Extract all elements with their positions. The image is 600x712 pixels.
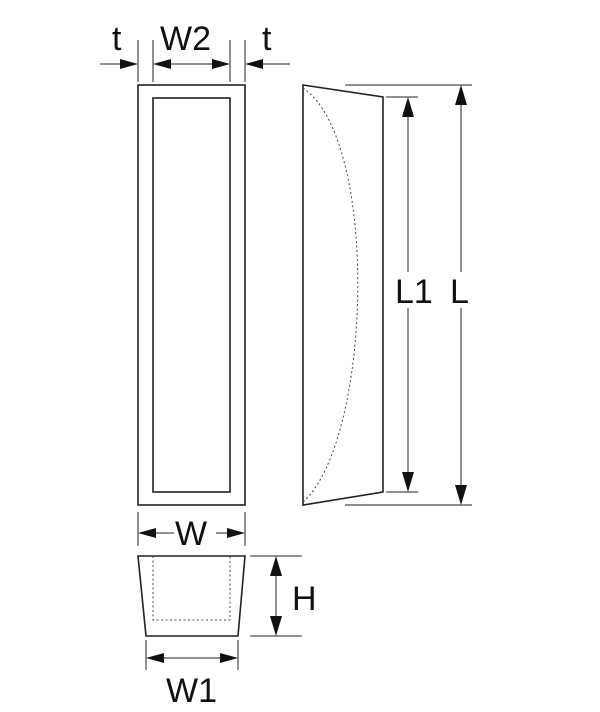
w2-arrowhead-left xyxy=(153,59,171,69)
front-view xyxy=(137,84,246,506)
l1-dimension-group: L1 xyxy=(386,96,438,493)
side-view-outline xyxy=(302,84,384,506)
front-view-inner-recess xyxy=(152,97,231,493)
end-view-hidden-recess xyxy=(152,556,231,621)
w1-arrowhead-right xyxy=(220,653,238,663)
l1-arrowhead-top xyxy=(402,97,414,117)
label-w2: W2 xyxy=(160,20,211,58)
l-arrowhead-bottom xyxy=(455,485,467,505)
label-w: W xyxy=(175,515,207,553)
l1-label-backdrop xyxy=(394,272,438,308)
l-label-backdrop xyxy=(448,272,474,308)
label-t-left: t xyxy=(112,20,122,58)
label-w1: W1 xyxy=(166,672,217,710)
end-view xyxy=(137,555,246,637)
w1-arrowhead-left xyxy=(146,653,164,663)
t-left-arrowhead xyxy=(120,59,138,69)
side-view xyxy=(302,84,384,506)
w-dimension-group: W xyxy=(137,512,246,553)
w1-dimension-group: W1 xyxy=(145,640,239,710)
side-view-hidden-curve xyxy=(302,87,359,503)
t-right-arrowhead xyxy=(245,59,263,69)
top-dimension-group: t W2 t xyxy=(100,20,290,82)
label-t-right: t xyxy=(262,20,272,58)
label-l1: L1 xyxy=(395,273,433,311)
label-l: L xyxy=(450,273,469,311)
l1-arrowhead-bottom xyxy=(402,472,414,492)
h-arrowhead-bottom xyxy=(270,616,282,636)
w-arrowhead-right xyxy=(227,528,245,538)
w2-arrowhead-right xyxy=(212,59,230,69)
l-arrowhead-top xyxy=(455,85,467,105)
label-h: H xyxy=(292,580,317,618)
w-label-backdrop xyxy=(174,514,216,548)
w-arrowhead-left xyxy=(138,528,156,538)
l-dimension-group: L xyxy=(345,84,474,506)
end-view-outline xyxy=(137,555,246,637)
front-view-outer-frame xyxy=(137,84,246,506)
h-dimension-group: H xyxy=(250,555,317,637)
h-arrowhead-top xyxy=(270,556,282,576)
